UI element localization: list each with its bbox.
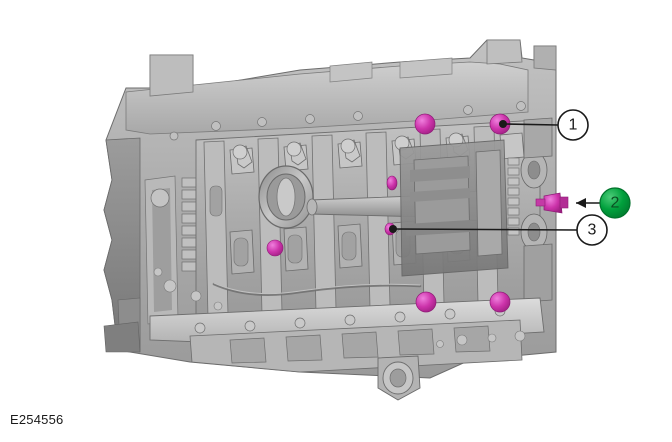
callout-2-label: 2 xyxy=(611,195,620,212)
callout-2[interactable]: 2 xyxy=(599,187,631,219)
leader-line-3 xyxy=(395,228,578,231)
leader-arrow-2 xyxy=(576,198,586,208)
oil-gallery-tube xyxy=(212,282,422,296)
engine-assembly xyxy=(103,39,557,401)
oil-gallery-highlight xyxy=(213,282,421,295)
marker-sensor-right-edge xyxy=(535,192,569,214)
leader-line-1 xyxy=(505,123,559,126)
leader-dot-3 xyxy=(389,225,397,233)
callout-2-circle xyxy=(599,187,631,219)
block-left-end xyxy=(103,137,197,353)
marker-bolt-lower-right xyxy=(489,291,511,313)
callout-1[interactable]: 1 xyxy=(557,109,589,141)
marker-bolt-upper-left xyxy=(414,113,436,135)
figure-id-label: E254556 xyxy=(10,412,64,427)
callout-1-label: 1 xyxy=(569,117,578,134)
leader-dot-1 xyxy=(499,120,507,128)
callout-3[interactable]: 3 xyxy=(576,214,608,246)
marker-bolt-left-centre xyxy=(266,239,284,257)
highlight-markers xyxy=(266,113,569,313)
marker-bolt-lower-left xyxy=(415,291,437,313)
crankcase-rail xyxy=(149,297,545,401)
marker-bolt-mid-upper xyxy=(386,175,398,191)
callout-3-label: 3 xyxy=(588,222,597,239)
callout-3-circle xyxy=(576,214,608,246)
deck-bolt-holes xyxy=(169,101,526,141)
bore-opening xyxy=(258,165,314,229)
leader-dots xyxy=(389,120,586,233)
casting-dimples xyxy=(153,267,526,348)
callout-1-circle xyxy=(557,109,589,141)
